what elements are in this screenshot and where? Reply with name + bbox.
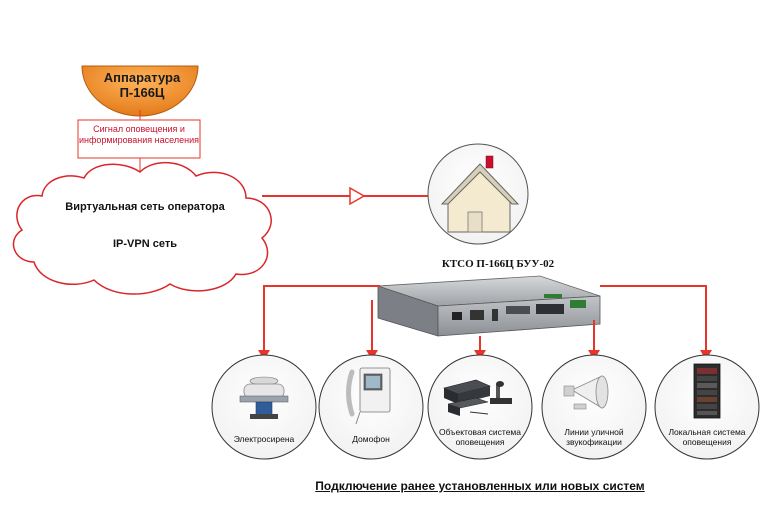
siren-icon	[239, 376, 289, 419]
cloud-shape	[12, 161, 272, 295]
house-icon	[440, 155, 520, 233]
signal-box	[77, 119, 201, 159]
equipment-title: Аппаратура П-166Ц	[103, 70, 181, 100]
endpoint-label-siren: Электросирена	[233, 434, 295, 444]
audio-system-icon	[443, 379, 512, 416]
distribution-lines	[263, 285, 707, 352]
rack-icon	[693, 363, 721, 419]
endpoint-label-intercom: Домофон	[352, 434, 390, 444]
vpn-link-arrow	[349, 186, 366, 206]
equipment-shape	[81, 65, 199, 117]
endpoint-label-object-system: Объектовая система оповещения	[438, 427, 522, 447]
cloud-network-label: Виртуальная сеть оператора	[65, 201, 225, 213]
signal-label: Сигнал оповещения и информирования насел…	[78, 124, 199, 145]
endpoint-label-street-lines: Линии уличной звукофикации	[564, 427, 624, 447]
endpoint-label-local-system: Локальная система оповещения	[668, 427, 746, 447]
device-icon	[377, 275, 601, 337]
intercom-icon	[346, 367, 391, 425]
cloud-vpn-label: IP-VPN сеть	[113, 238, 177, 250]
device-title: КТСО П-166Ц БУУ-02	[441, 258, 555, 270]
footer-caption: Подключение ранее установленных или новы…	[315, 479, 645, 493]
horn-speaker-icon	[563, 375, 609, 410]
endpoint-circles	[211, 354, 760, 460]
